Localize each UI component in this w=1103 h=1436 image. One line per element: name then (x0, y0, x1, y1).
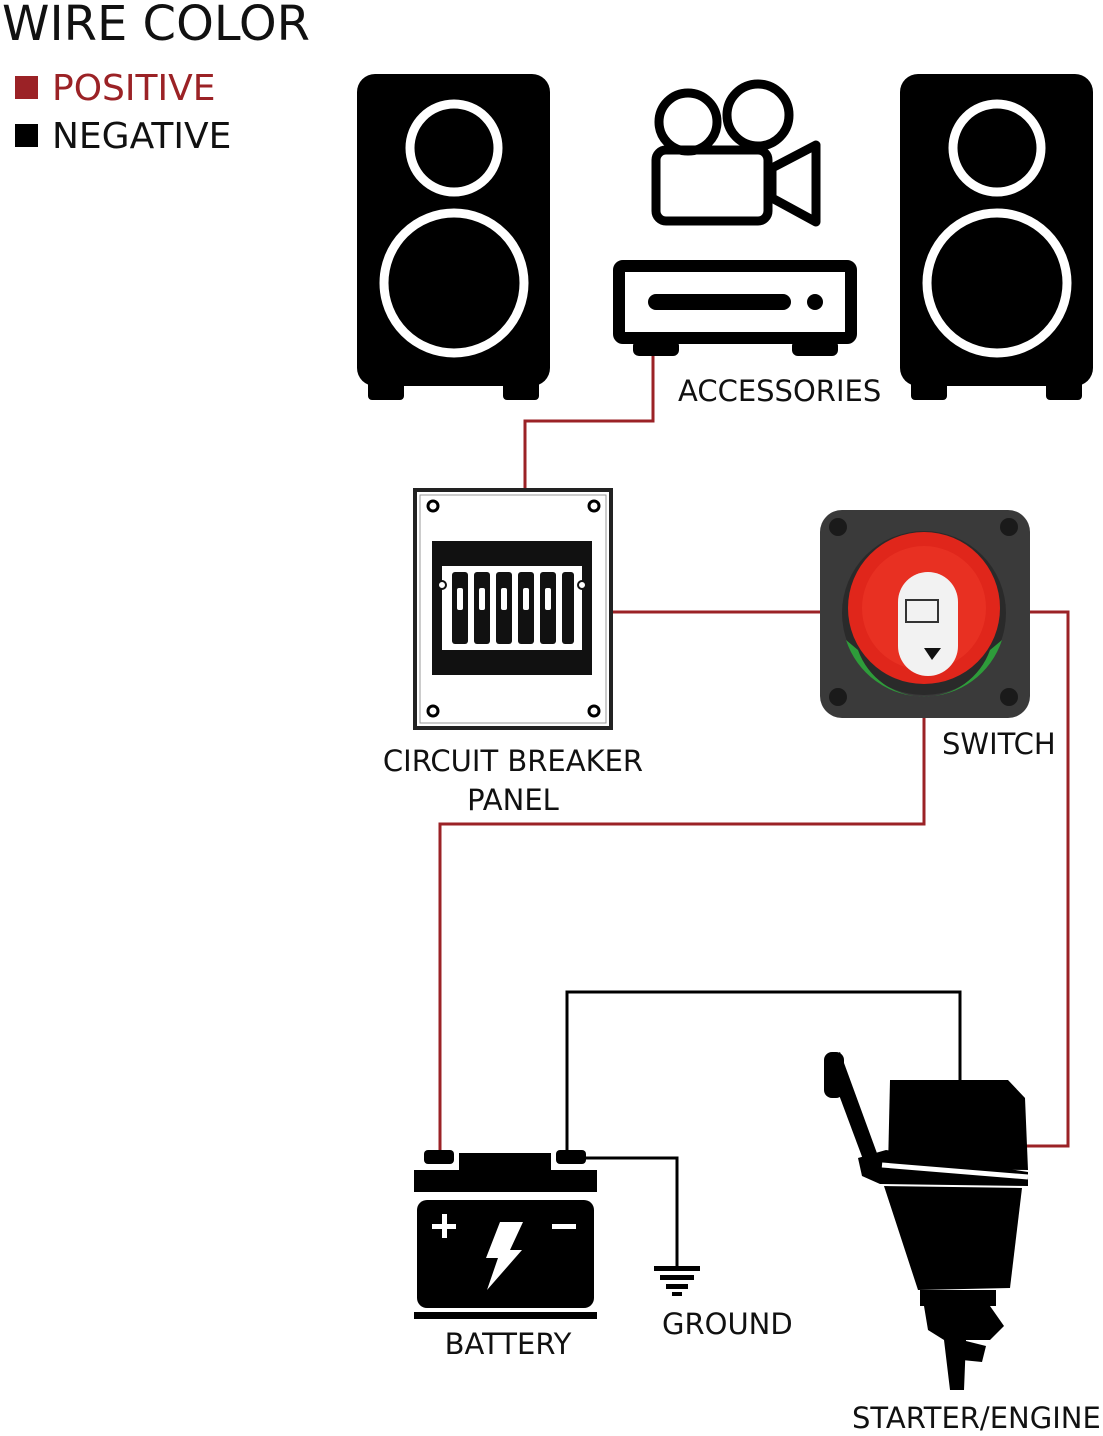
battery-icon (414, 1150, 597, 1319)
speaker-left-icon (357, 74, 550, 400)
movie-camera-icon (651, 79, 821, 227)
accessories-label: ACCESSORIES (678, 374, 881, 408)
negative-swatch (15, 124, 38, 147)
media-player-icon (613, 260, 857, 356)
ground-label: GROUND (662, 1307, 793, 1341)
negative-wires (565, 990, 962, 1266)
wire-switch-to-engine (1025, 610, 1070, 1148)
battery-switch-icon (820, 510, 1030, 718)
wire-accessories-to-breaker (523, 355, 655, 490)
legend-negative-label: NEGATIVE (52, 116, 231, 157)
breaker-panel-icon (413, 488, 613, 730)
circuit-breaker-label-line2: PANEL (467, 783, 559, 817)
motor-stripe (881, 1162, 1029, 1180)
engine-label: STARTER/ENGINE (852, 1401, 1101, 1435)
legend-title: WIRE COLOR (2, 0, 310, 52)
positive-wires (438, 355, 1070, 1152)
wire-switch-to-battery (438, 715, 926, 1152)
wire-battery-to-ground (580, 1156, 679, 1266)
legend: WIRE COLOR POSITIVE NEGATIVE (2, 0, 310, 157)
outboard-motor-icon (824, 1052, 1028, 1390)
speaker-right-icon (900, 74, 1093, 400)
ground-icon (654, 1266, 700, 1296)
circuit-breaker-label-line1: CIRCUIT BREAKER (383, 744, 643, 778)
switch-label: SWITCH (942, 727, 1056, 761)
battery-label: BATTERY (445, 1327, 572, 1361)
positive-swatch (15, 76, 38, 99)
legend-positive-label: POSITIVE (52, 68, 216, 109)
wire-battery-to-engine (565, 990, 962, 1152)
